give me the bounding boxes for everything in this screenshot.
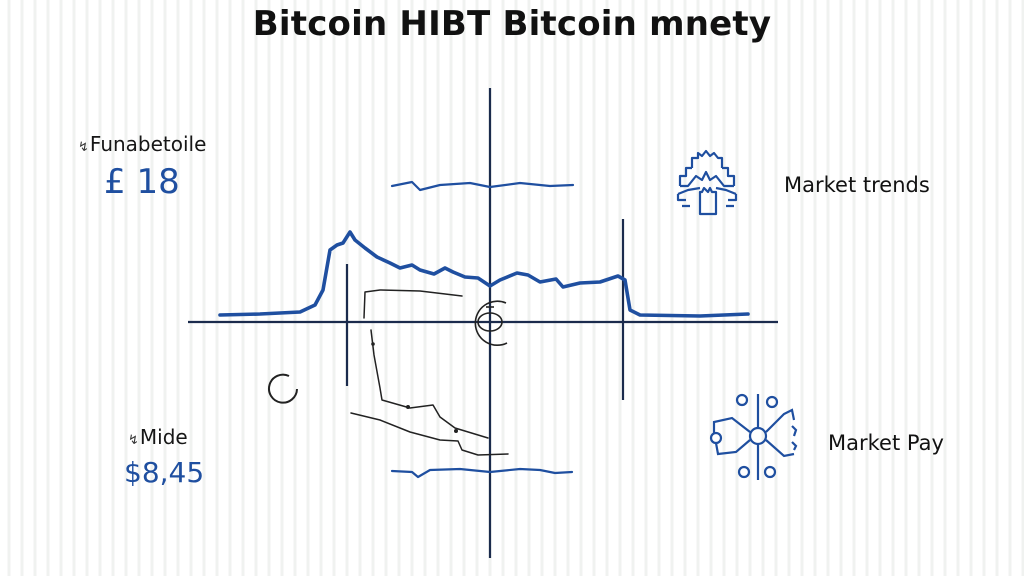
network-nodes-icon: [704, 390, 804, 486]
stat-label-mide: ↯Mide: [128, 425, 188, 449]
stat-label-text: Funabetoile: [89, 132, 207, 156]
target-circle-icon: [474, 300, 508, 346]
stat-value-mide: $8,45: [124, 456, 205, 489]
feature-label-market-pay: Market Pay: [828, 431, 944, 455]
open-ring-icon: [268, 373, 298, 404]
chart-series: [218, 180, 750, 479]
series-upper-bracket: [363, 289, 463, 319]
stat-label-funabetoile: ↯Funabetoile: [78, 132, 206, 156]
feature-label-market-trends: Market trends: [784, 173, 930, 197]
arrow-ticks: [371, 342, 458, 433]
page-title: Bitcoin HIBT Bitcoin mnety: [252, 4, 772, 44]
series-lower-flat-band: [390, 467, 574, 479]
series-upper-flat-band: [390, 180, 575, 192]
chart-axes: [188, 88, 778, 558]
spark-icon: ↯: [128, 433, 139, 448]
stat-value-funabetoile: £ 18: [104, 162, 180, 202]
stat-label-text: Mide: [139, 425, 188, 449]
series-main-price-trace: [218, 230, 750, 318]
market-trends-icon: [672, 148, 744, 222]
series-descending-sketch-A: [370, 329, 489, 439]
spark-icon: ↯: [78, 140, 89, 155]
series-descending-sketch-B: [350, 412, 509, 456]
